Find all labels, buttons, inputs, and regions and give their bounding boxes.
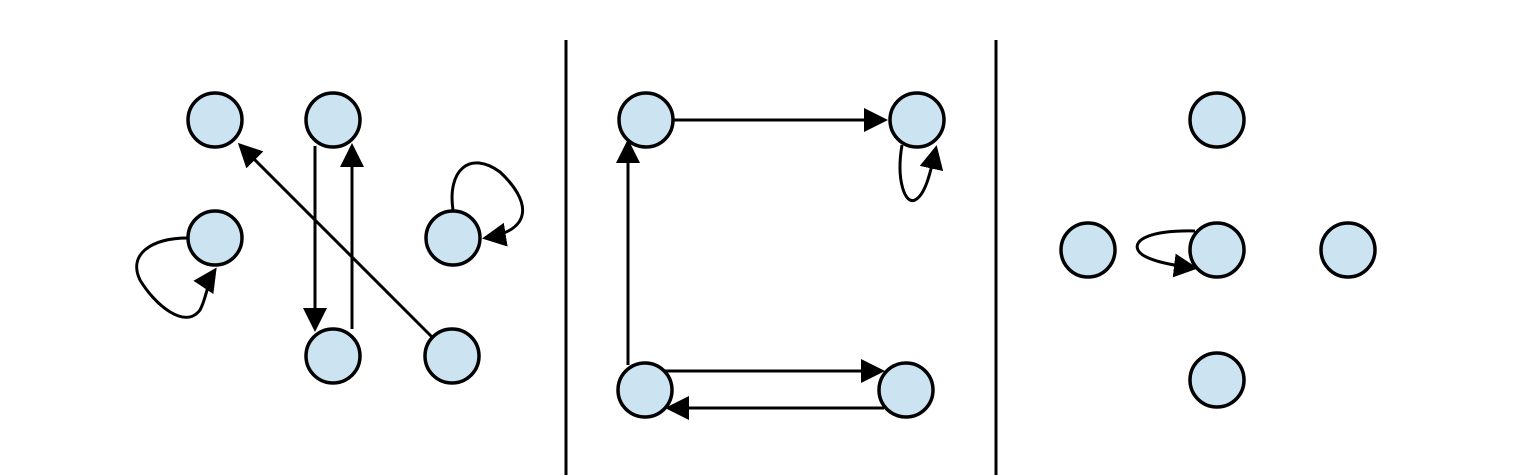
self-loop-arrow bbox=[1135, 229, 1198, 278]
graph-node bbox=[423, 327, 481, 385]
panel-2-nodes bbox=[616, 91, 946, 419]
panel-2-edges bbox=[616, 108, 944, 420]
graph-node bbox=[877, 361, 935, 419]
edge-arrow bbox=[237, 142, 434, 339]
graph-node bbox=[304, 327, 362, 385]
panel-3-nodes bbox=[1059, 91, 1377, 409]
graph-node bbox=[1188, 221, 1246, 279]
graph-node bbox=[1059, 221, 1117, 279]
panel-1-edges bbox=[135, 142, 524, 339]
graph-node bbox=[424, 209, 482, 267]
self-loop-arrow bbox=[898, 144, 944, 203]
graph-node bbox=[186, 209, 244, 267]
self-loop-arrow bbox=[450, 161, 524, 247]
graph-node bbox=[617, 91, 675, 149]
panel-3-edges bbox=[1135, 229, 1198, 278]
graph-node bbox=[888, 91, 946, 149]
self-loop-arrow bbox=[135, 236, 217, 319]
panel-1-nodes bbox=[186, 91, 482, 385]
graph-node bbox=[304, 91, 362, 149]
graph-node bbox=[1188, 91, 1246, 149]
graph-node bbox=[616, 361, 674, 419]
graph-node bbox=[186, 91, 244, 149]
graph-node bbox=[1319, 221, 1377, 279]
graph-node bbox=[1188, 351, 1246, 409]
